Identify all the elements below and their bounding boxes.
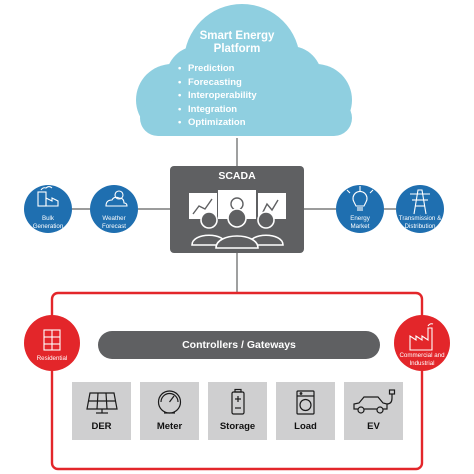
weather-forecast-label: Weather Forecast <box>92 215 136 230</box>
factory-icon <box>409 323 434 351</box>
solar-panel-icon <box>86 392 118 414</box>
controllers-gateways-label: Controllers / Gateways <box>182 339 296 351</box>
residential-label: Residential <box>36 355 68 362</box>
energy-market-label-line2: Market <box>350 222 370 230</box>
capability-item: Forecasting <box>178 76 308 90</box>
device-tile-ev: EV <box>344 382 403 440</box>
commercial-node <box>394 315 450 371</box>
weather-icon <box>105 190 128 207</box>
bulk-generation-label-line2: Generation <box>32 222 64 230</box>
smart-energy-platform: Smart Energy Platform Prediction Forecas… <box>178 30 308 130</box>
meter-icon <box>157 390 182 414</box>
controllers-gateways-bar: Controllers / Gateways <box>98 331 380 359</box>
dollar-bulb-icon <box>346 186 374 211</box>
energy-market-label: Energy Market <box>338 215 382 230</box>
power-plant-icon <box>37 185 59 207</box>
connector-lines <box>72 138 396 293</box>
device-label: Meter <box>156 421 183 432</box>
commercial-label-line1: Commercial and <box>399 352 445 359</box>
car-icon <box>353 389 396 414</box>
building-icon <box>43 329 61 351</box>
platform-title-line1: Smart Energy <box>199 30 275 42</box>
battery-icon <box>231 388 245 415</box>
capability-item: Prediction <box>178 62 308 76</box>
energy-market-label-line1: Energy <box>350 215 370 222</box>
capability-item: Interoperability <box>178 89 308 103</box>
commercial-label-line2: Industrial <box>409 359 435 367</box>
energy-market-node <box>336 185 384 233</box>
platform-title: Smart Energy Platform <box>178 30 296 56</box>
device-label: Storage <box>219 421 256 432</box>
transmission-label-line1: Transmission & <box>398 215 442 222</box>
washing-machine-icon <box>296 390 315 415</box>
capability-item: Optimization <box>178 116 308 130</box>
device-tile-storage: Storage <box>208 382 267 440</box>
bulk-generation-node <box>24 185 72 233</box>
transmission-label: Transmission & Distribution <box>398 215 442 230</box>
platform-capabilities-list: Prediction Forecasting Interoperability … <box>178 62 308 130</box>
transmission-node <box>396 185 444 233</box>
transmission-tower-icon <box>410 189 430 215</box>
commercial-label: Commercial and Industrial <box>398 352 446 367</box>
capability-item: Integration <box>178 103 308 117</box>
bulk-generation-label-line1: Bulk <box>41 215 55 222</box>
operators-icon <box>189 190 286 249</box>
site-frame <box>50 291 424 471</box>
scada-title: SCADA <box>218 170 256 182</box>
transmission-label-line2: Distribution <box>404 222 436 230</box>
weather-forecast-node <box>90 185 138 233</box>
weather-forecast-label-line1: Weather <box>102 215 126 222</box>
weather-forecast-label-line2: Forecast <box>101 222 127 230</box>
device-tile-meter: Meter <box>140 382 199 440</box>
device-label: EV <box>367 421 380 432</box>
device-tile-load: Load <box>276 382 335 440</box>
bulk-generation-label: Bulk Generation <box>26 215 70 230</box>
platform-title-line2: Platform <box>213 43 261 55</box>
device-label: DER <box>91 421 112 432</box>
device-label: Load <box>294 421 317 432</box>
device-tile-der: DER <box>72 382 131 440</box>
